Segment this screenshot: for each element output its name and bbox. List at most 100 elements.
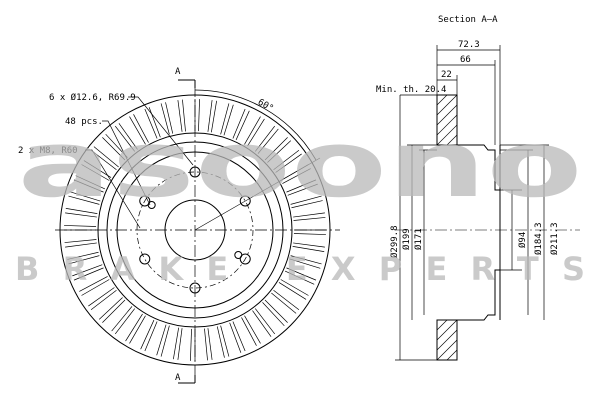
vent-line (111, 306, 133, 332)
vent-line (102, 137, 126, 161)
dim-min-thickness: Min. th. 20.4 (376, 85, 446, 95)
vent-line (73, 179, 104, 193)
front-view (55, 85, 340, 378)
vent-line (105, 133, 128, 158)
vent-line (287, 183, 318, 196)
vent-line (273, 149, 300, 171)
vent-line (68, 255, 100, 265)
vent-line (177, 328, 183, 360)
section-view (395, 94, 580, 361)
vent-line (83, 160, 112, 178)
vent-line (69, 191, 101, 202)
vent-line (290, 195, 322, 205)
callout-bolt-holes: 6 x Ø12.6, R69.9 (49, 92, 136, 103)
vent-line (160, 103, 170, 135)
vent-line (64, 239, 97, 243)
vent-line (247, 118, 265, 147)
section-marker-top: A (175, 67, 181, 77)
vent-line (262, 302, 285, 327)
vent-line (241, 317, 257, 346)
vent-line (182, 99, 186, 132)
vent-line (148, 107, 161, 138)
vent-line (235, 110, 250, 141)
dim-hat-depth: 66 (460, 55, 471, 65)
hat-profile-lower (457, 269, 500, 321)
hat-profile-upper (457, 144, 500, 191)
vent-line (252, 310, 272, 337)
vent-line (244, 116, 261, 145)
vent-line (129, 116, 146, 145)
callout-vents: 48 pcs. (65, 117, 103, 127)
vent-line (68, 195, 100, 205)
vent-line (207, 328, 213, 360)
vent-line (293, 242, 325, 248)
vent-line (291, 200, 323, 209)
vent-line (264, 299, 288, 323)
vent-line (90, 289, 117, 311)
vent-line (293, 233, 326, 235)
vent-line (118, 123, 138, 150)
vent-line (65, 242, 97, 248)
vent-line (254, 125, 276, 152)
vent-line (267, 140, 292, 163)
angle-arc (194, 89, 317, 161)
vent-line (144, 108, 158, 139)
callout-leaders (85, 96, 194, 229)
vent-line (271, 292, 297, 314)
dim-211: Ø211.3 (549, 222, 560, 255)
vent-line (81, 164, 110, 181)
vent-line (156, 324, 167, 356)
watermark-tagline: BRAKE EXPERTS (15, 250, 585, 288)
vent-line (81, 279, 110, 296)
bolt-hole (139, 253, 151, 265)
vent-line (207, 100, 213, 132)
section-hatching (436, 94, 458, 361)
vent-line (140, 319, 155, 350)
vent-line (278, 282, 307, 300)
vent-line (173, 327, 179, 360)
section-title: Section A–A (438, 15, 498, 25)
dim-199: Ø199 (401, 228, 412, 250)
vent-line (216, 326, 225, 358)
vent-line (98, 297, 123, 320)
vent-line (293, 217, 326, 221)
vent-line (264, 137, 288, 161)
vent-line (254, 308, 276, 335)
dim-171: Ø171 (413, 228, 424, 250)
vent-line (232, 321, 246, 352)
vent-line (257, 128, 279, 154)
bolt-circle (136, 171, 254, 289)
watermark-brand: asoono (18, 111, 583, 218)
vent-line (90, 149, 117, 171)
vent-line (177, 100, 183, 132)
vent-line (286, 179, 317, 193)
vent-line (114, 125, 136, 152)
vent-line (133, 114, 149, 143)
vent-line (220, 103, 230, 135)
vent-line (88, 287, 115, 307)
dim-94: Ø94 (517, 232, 528, 248)
vent-line (75, 175, 106, 190)
vent-line (273, 289, 300, 311)
vent-line (293, 212, 325, 218)
vent-line (286, 267, 317, 281)
dim-184: Ø184.3 (533, 222, 544, 255)
angle-leader (194, 157, 321, 231)
thread-hole (234, 251, 243, 259)
vent-line (160, 325, 170, 357)
vent-line (65, 208, 98, 214)
vent-line (198, 99, 200, 132)
vent-line (289, 258, 321, 269)
section-horizontal-dims (400, 45, 501, 145)
callout-threads: 2 x M8, R60 (18, 146, 78, 156)
bolt-hole (139, 195, 151, 207)
dim-overall-width: 72.3 (458, 40, 480, 50)
vent-line (64, 225, 97, 227)
vent-line (204, 328, 208, 361)
vent-line (229, 322, 242, 353)
vent-line (129, 315, 146, 344)
vent-line (93, 146, 119, 168)
vent-line (72, 264, 103, 277)
vent-line (220, 325, 230, 357)
vent-line (275, 153, 302, 173)
